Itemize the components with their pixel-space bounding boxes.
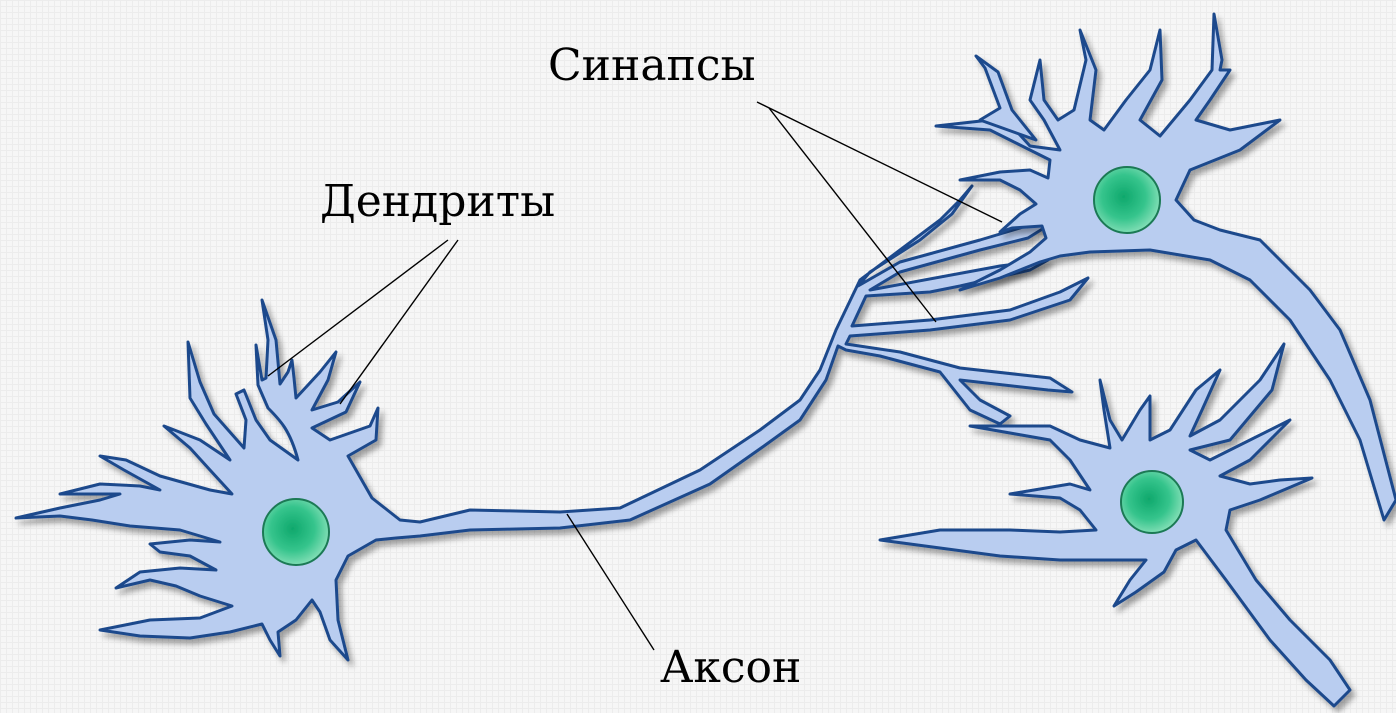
synapse-pointer-2: [769, 108, 936, 322]
axon-pointer: [567, 514, 654, 650]
dendrite-pointer-1: [268, 240, 448, 376]
synapse-pointer-1: [757, 102, 1002, 222]
nucleus-top-right: [1094, 167, 1160, 233]
neuron-bottom-right: [880, 344, 1350, 706]
axon-label: Аксон: [660, 646, 801, 690]
synapses-label: Синапсы: [548, 44, 756, 88]
dendrite-pointer-2: [340, 240, 458, 404]
nucleus-bottom-right: [1121, 471, 1183, 533]
nucleus-left: [263, 499, 329, 565]
dendrites-label: Дендриты: [320, 180, 555, 224]
neuron-left: [16, 186, 1088, 660]
